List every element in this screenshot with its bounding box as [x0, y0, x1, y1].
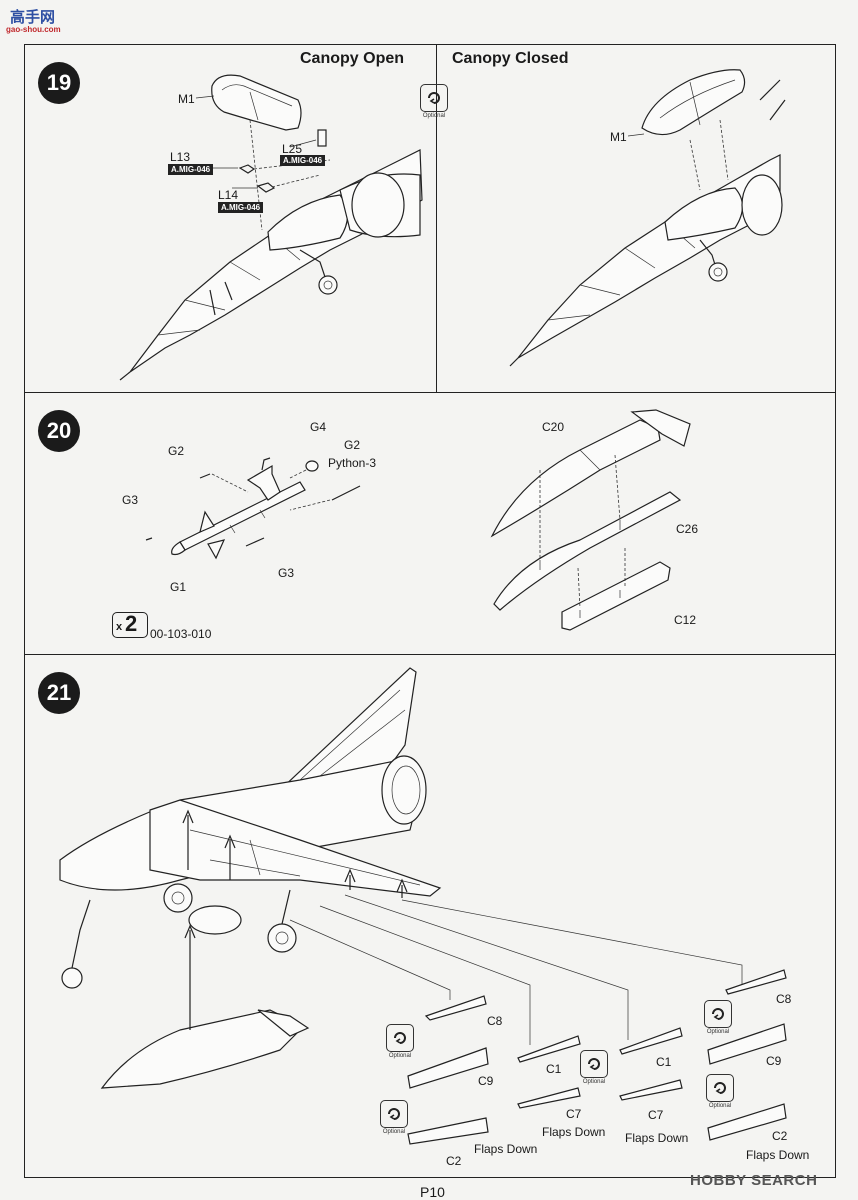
part-c1-mid-label: C1: [546, 1062, 562, 1076]
section-divider-2: [24, 654, 836, 655]
part-g2-left-label: G2: [168, 444, 185, 458]
optional-badge-c7: Optional: [578, 1050, 610, 1090]
part-g2-top-label: G2: [344, 438, 361, 452]
step-20-badge: 20: [38, 410, 80, 452]
page-number: P10: [420, 1184, 445, 1200]
part-c7-right-label: C7: [648, 1108, 664, 1122]
rotate-optional-icon: [380, 1100, 408, 1128]
rotate-optional-icon: [580, 1050, 608, 1078]
part-g4-label: G4: [310, 420, 327, 434]
site-logo: 高手网 gao-shou.com: [4, 6, 70, 36]
rotate-optional-icon: [704, 1000, 732, 1028]
canopy-open-heading: Canopy Open: [300, 50, 405, 67]
rotate-optional-icon: [386, 1024, 414, 1052]
rotate-optional-icon: [420, 84, 448, 112]
hobby-search-watermark: HOBBY SEARCH: [690, 1172, 818, 1189]
rotate-optional-icon: [706, 1074, 734, 1102]
part-c9-right-label: C9: [766, 1054, 782, 1068]
part-c9-left-label: C9: [478, 1074, 494, 1088]
part-c8-left-label: C8: [487, 1014, 503, 1028]
optional-caption: Optional: [422, 113, 446, 119]
flaps-down-label-2: Flaps Down: [542, 1125, 606, 1139]
paint-tag-l14: A.MIG-046: [218, 202, 264, 213]
python-3-label: Python-3: [328, 456, 377, 470]
part-l25-label: L25: [282, 142, 303, 156]
part-g1-label: G1: [170, 580, 187, 594]
section-divider-1: [24, 392, 836, 393]
optional-caption: Optional: [706, 1029, 730, 1035]
part-c26-label: C26: [676, 522, 699, 536]
optional-badge-step19: Optional: [418, 84, 450, 124]
part-c20-label: C20: [542, 420, 565, 434]
aircraft-nose-canopy-open: [119, 74, 423, 381]
optional-badge-c9-right: Optional: [702, 1000, 734, 1040]
optional-badge-c9: Optional: [384, 1024, 416, 1064]
part-g3-bottom-label: G3: [278, 566, 295, 580]
canopy-closed-heading: Canopy Closed: [452, 50, 569, 67]
quantity-x: x: [116, 621, 123, 633]
flap-parts-group: [407, 969, 787, 1145]
part-l13-label: L13: [170, 150, 191, 164]
part-c2-left-label: C2: [446, 1154, 462, 1168]
site-logo-url: gao-shou.com: [6, 25, 61, 34]
optional-badge-c2-right: Optional: [704, 1074, 736, 1114]
flaps-down-label-1: Flaps Down: [474, 1142, 538, 1156]
optional-badge-c2: Optional: [378, 1100, 410, 1140]
part-m1-open-label: M1: [178, 92, 195, 106]
quantity-number: 2: [125, 611, 138, 636]
part-c1-right-label: C1: [656, 1055, 672, 1069]
paint-tag-l25: A.MIG-046: [280, 155, 326, 166]
optional-caption: Optional: [708, 1103, 732, 1109]
part-code-label: 00-103-010: [150, 627, 212, 641]
part-c8-right-label: C8: [776, 992, 792, 1006]
flaps-down-label-4: Flaps Down: [746, 1148, 810, 1162]
step19-divider: [436, 44, 437, 392]
aircraft-nose-canopy-closed: [509, 69, 786, 367]
part-c12-label: C12: [674, 613, 697, 627]
quantity-x2-badge: x 2: [112, 611, 148, 638]
optional-caption: Optional: [382, 1129, 406, 1135]
part-m1-closed-label: M1: [610, 130, 627, 144]
step-21-badge: 21: [38, 672, 80, 714]
python-3-missile-assembly: [145, 409, 691, 631]
flaps-down-label-3: Flaps Down: [625, 1131, 689, 1145]
optional-caption: Optional: [582, 1079, 606, 1085]
part-c7-mid-label: C7: [566, 1107, 582, 1121]
paint-tag-l13: A.MIG-046: [168, 164, 214, 175]
part-c2-right-label: C2: [772, 1129, 788, 1143]
instruction-sheet-frame: [24, 44, 836, 1178]
part-l14-label: L14: [218, 188, 239, 202]
part-g3-left-label: G3: [122, 493, 139, 507]
site-logo-text: 高手网: [10, 9, 56, 26]
step-19-badge: 19: [38, 62, 80, 104]
optional-caption: Optional: [388, 1053, 412, 1059]
